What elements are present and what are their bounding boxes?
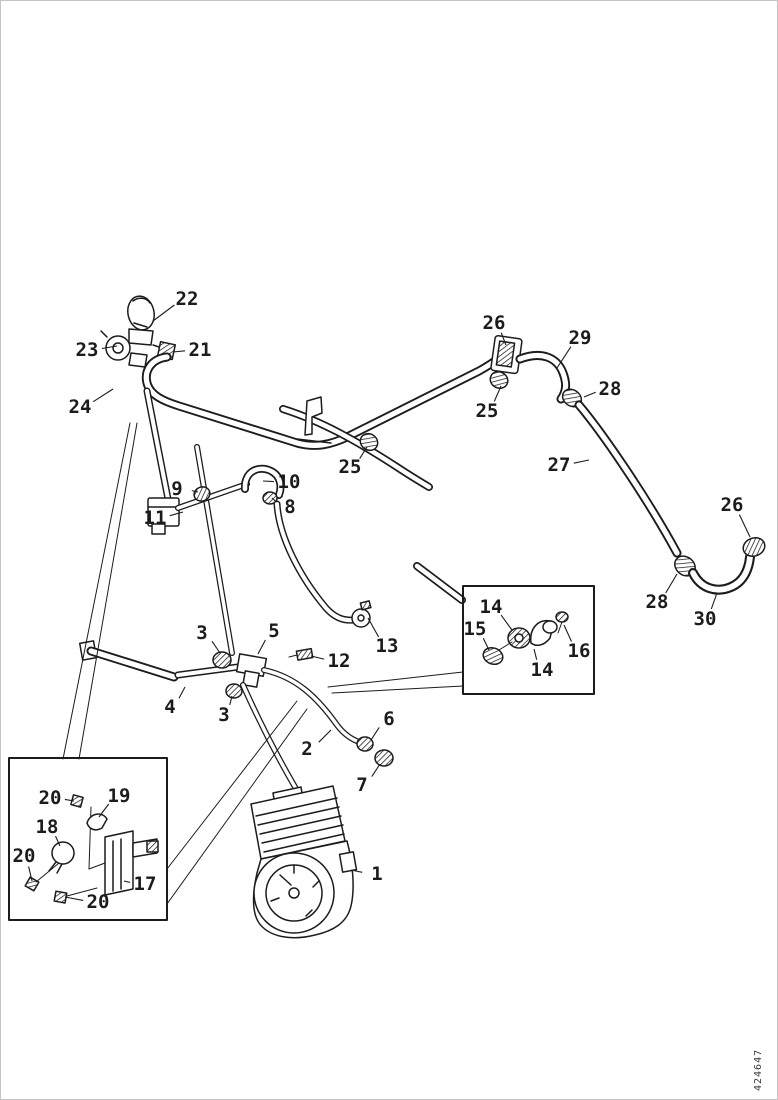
callout-label-22: 22 xyxy=(176,288,199,310)
callout-leader-25 xyxy=(493,385,502,402)
air-pipes xyxy=(143,387,235,656)
callout-label-15: 15 xyxy=(464,618,487,640)
callout-label-13: 13 xyxy=(376,635,399,657)
inset-box-bracket xyxy=(8,757,168,921)
callout-leader-21 xyxy=(172,350,186,353)
callout-label-1: 1 xyxy=(371,863,382,885)
callout-leader-3 xyxy=(211,640,221,654)
callout-leader-14 xyxy=(500,614,513,631)
callout-leader-28 xyxy=(583,391,596,398)
callout-label-21: 21 xyxy=(189,339,212,361)
governor-assembly xyxy=(100,295,177,368)
callout-label-16: 16 xyxy=(568,640,591,662)
callout-leader-23 xyxy=(101,345,118,350)
callout-leader-16 xyxy=(563,624,573,642)
callout-label-18: 18 xyxy=(36,816,59,838)
callout-leader-20 xyxy=(64,798,75,802)
callout-label-30: 30 xyxy=(694,608,717,630)
callout-leader-13 xyxy=(367,617,380,638)
callout-label-3: 3 xyxy=(218,704,229,726)
callout-label-25: 25 xyxy=(339,456,362,478)
callout-label-28: 28 xyxy=(646,591,669,613)
callout-label-20: 20 xyxy=(39,787,62,809)
callout-leader-4 xyxy=(178,686,186,699)
callout-label-27: 27 xyxy=(548,454,571,476)
callout-leader-29 xyxy=(556,346,572,369)
callout-leader-26 xyxy=(738,514,751,538)
inset-leader-lines xyxy=(62,422,464,905)
callout-label-10: 10 xyxy=(278,471,301,493)
callout-label-29: 29 xyxy=(569,327,592,349)
callout-label-20: 20 xyxy=(13,845,36,867)
callout-label-9: 9 xyxy=(171,478,182,500)
callout-label-14: 14 xyxy=(480,596,503,618)
callout-leader-3 xyxy=(229,695,233,706)
callout-label-24: 24 xyxy=(69,396,92,418)
callout-leader-10 xyxy=(262,480,275,483)
callout-leader-20 xyxy=(64,896,84,901)
callout-label-7: 7 xyxy=(356,774,367,796)
artwork-layer xyxy=(8,295,766,939)
callout-label-14: 14 xyxy=(531,659,554,681)
hose-to-banjo-13 xyxy=(273,500,372,661)
callout-label-4: 4 xyxy=(164,696,175,718)
callout-leader-17 xyxy=(123,880,131,883)
callout-leader-22 xyxy=(152,304,175,322)
inset-box-fittings xyxy=(462,585,595,695)
callout-label-20: 20 xyxy=(87,891,110,913)
callout-leader-8 xyxy=(271,497,277,503)
callout-leader-20 xyxy=(28,866,33,882)
callout-label-19: 19 xyxy=(108,785,131,807)
callout-label-23: 23 xyxy=(76,339,99,361)
callout-leader-1 xyxy=(350,869,363,873)
callout-leader-25 xyxy=(359,446,368,459)
callout-leader-9 xyxy=(191,490,199,493)
callout-label-28: 28 xyxy=(599,378,622,400)
drawing-number: 424647 xyxy=(753,1049,764,1091)
hose-24 xyxy=(141,352,504,450)
callout-label-26: 26 xyxy=(721,494,744,516)
callout-label-12: 12 xyxy=(328,650,351,672)
callout-leader-26 xyxy=(500,332,507,346)
callout-leader-30 xyxy=(710,592,718,610)
callout-leader-18 xyxy=(54,835,61,847)
callout-leader-6 xyxy=(370,727,380,741)
tee-and-elbow-29 xyxy=(489,334,583,408)
callout-label-6: 6 xyxy=(383,708,394,730)
callout-leader-2 xyxy=(318,729,332,743)
callout-label-8: 8 xyxy=(284,496,295,518)
callout-leader-5 xyxy=(257,639,266,655)
callout-label-3: 3 xyxy=(196,622,207,644)
callout-label-17: 17 xyxy=(134,873,157,895)
compressor-illustration xyxy=(250,785,358,939)
callout-leader-24 xyxy=(92,388,114,403)
hose-stub-right-box xyxy=(413,562,466,604)
callout-leader-15 xyxy=(482,637,490,651)
callout-leader-7 xyxy=(371,763,381,777)
callout-leader-11 xyxy=(169,511,184,517)
callout-leader-19 xyxy=(98,803,110,818)
fitting-group-9-10-11 xyxy=(147,464,285,535)
callout-leader-28 xyxy=(665,573,678,594)
callout-leader-27 xyxy=(573,459,590,464)
callout-label-5: 5 xyxy=(268,620,279,642)
callout-leader-14 xyxy=(533,648,538,660)
callout-leader-12 xyxy=(310,655,325,660)
callout-label-11: 11 xyxy=(144,507,167,529)
callout-label-25: 25 xyxy=(476,400,499,422)
callout-label-26: 26 xyxy=(483,312,506,334)
hose-27 xyxy=(574,400,766,595)
callout-label-2: 2 xyxy=(301,738,312,760)
hose-bracket xyxy=(296,396,332,444)
